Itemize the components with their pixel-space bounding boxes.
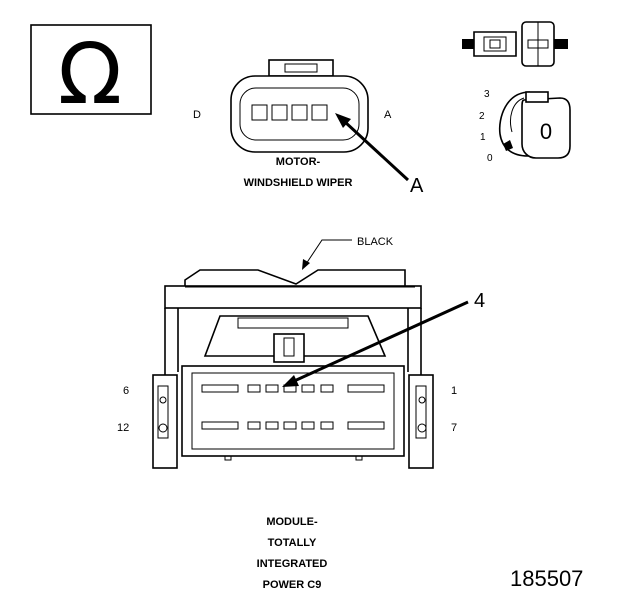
module-caption-line2: TOTALLY — [268, 537, 317, 549]
ohm-symbol-box: Ω — [30, 24, 152, 123]
ohm-icon: Ω — [58, 25, 122, 123]
wiper-motor-connector — [230, 59, 369, 153]
module-caption-line1: MODULE- — [266, 516, 318, 528]
black-color-label: BLACK — [357, 236, 394, 248]
plug-socket-icon — [462, 21, 568, 67]
module-pin-6-label: 6 — [123, 385, 129, 397]
key-position-0: 0 — [487, 153, 493, 164]
key-position-1: 1 — [480, 132, 486, 143]
module-caption-line4: POWER C9 — [263, 579, 322, 591]
module-pin-12-label: 12 — [117, 422, 129, 434]
module-caption-line3: INTEGRATED — [257, 558, 328, 570]
wiper-caption-line2: WINDSHIELD WIPER — [244, 177, 353, 189]
module-pin-1-label: 1 — [451, 385, 457, 397]
wiper-pin-a-label: A — [384, 109, 392, 121]
key-position-3: 3 — [484, 89, 490, 100]
figure-number: 185507 — [510, 566, 583, 591]
callout-4-label: 4 — [474, 290, 485, 312]
key-digit: 0 — [540, 119, 552, 144]
wiper-caption-line1: MOTOR- — [276, 156, 321, 168]
tipm-c9-connector — [152, 269, 434, 469]
callout-a-label: A — [410, 175, 424, 197]
wiper-pin-d-label: D — [193, 109, 201, 121]
module-pin-7-label: 7 — [451, 422, 457, 434]
key-position-graphic: 3 2 1 0 0 — [479, 89, 571, 164]
key-position-2: 2 — [479, 111, 485, 122]
black-label-leader — [302, 239, 352, 270]
callout-a-arrow — [335, 113, 410, 182]
callout-4-arrow — [282, 300, 469, 387]
